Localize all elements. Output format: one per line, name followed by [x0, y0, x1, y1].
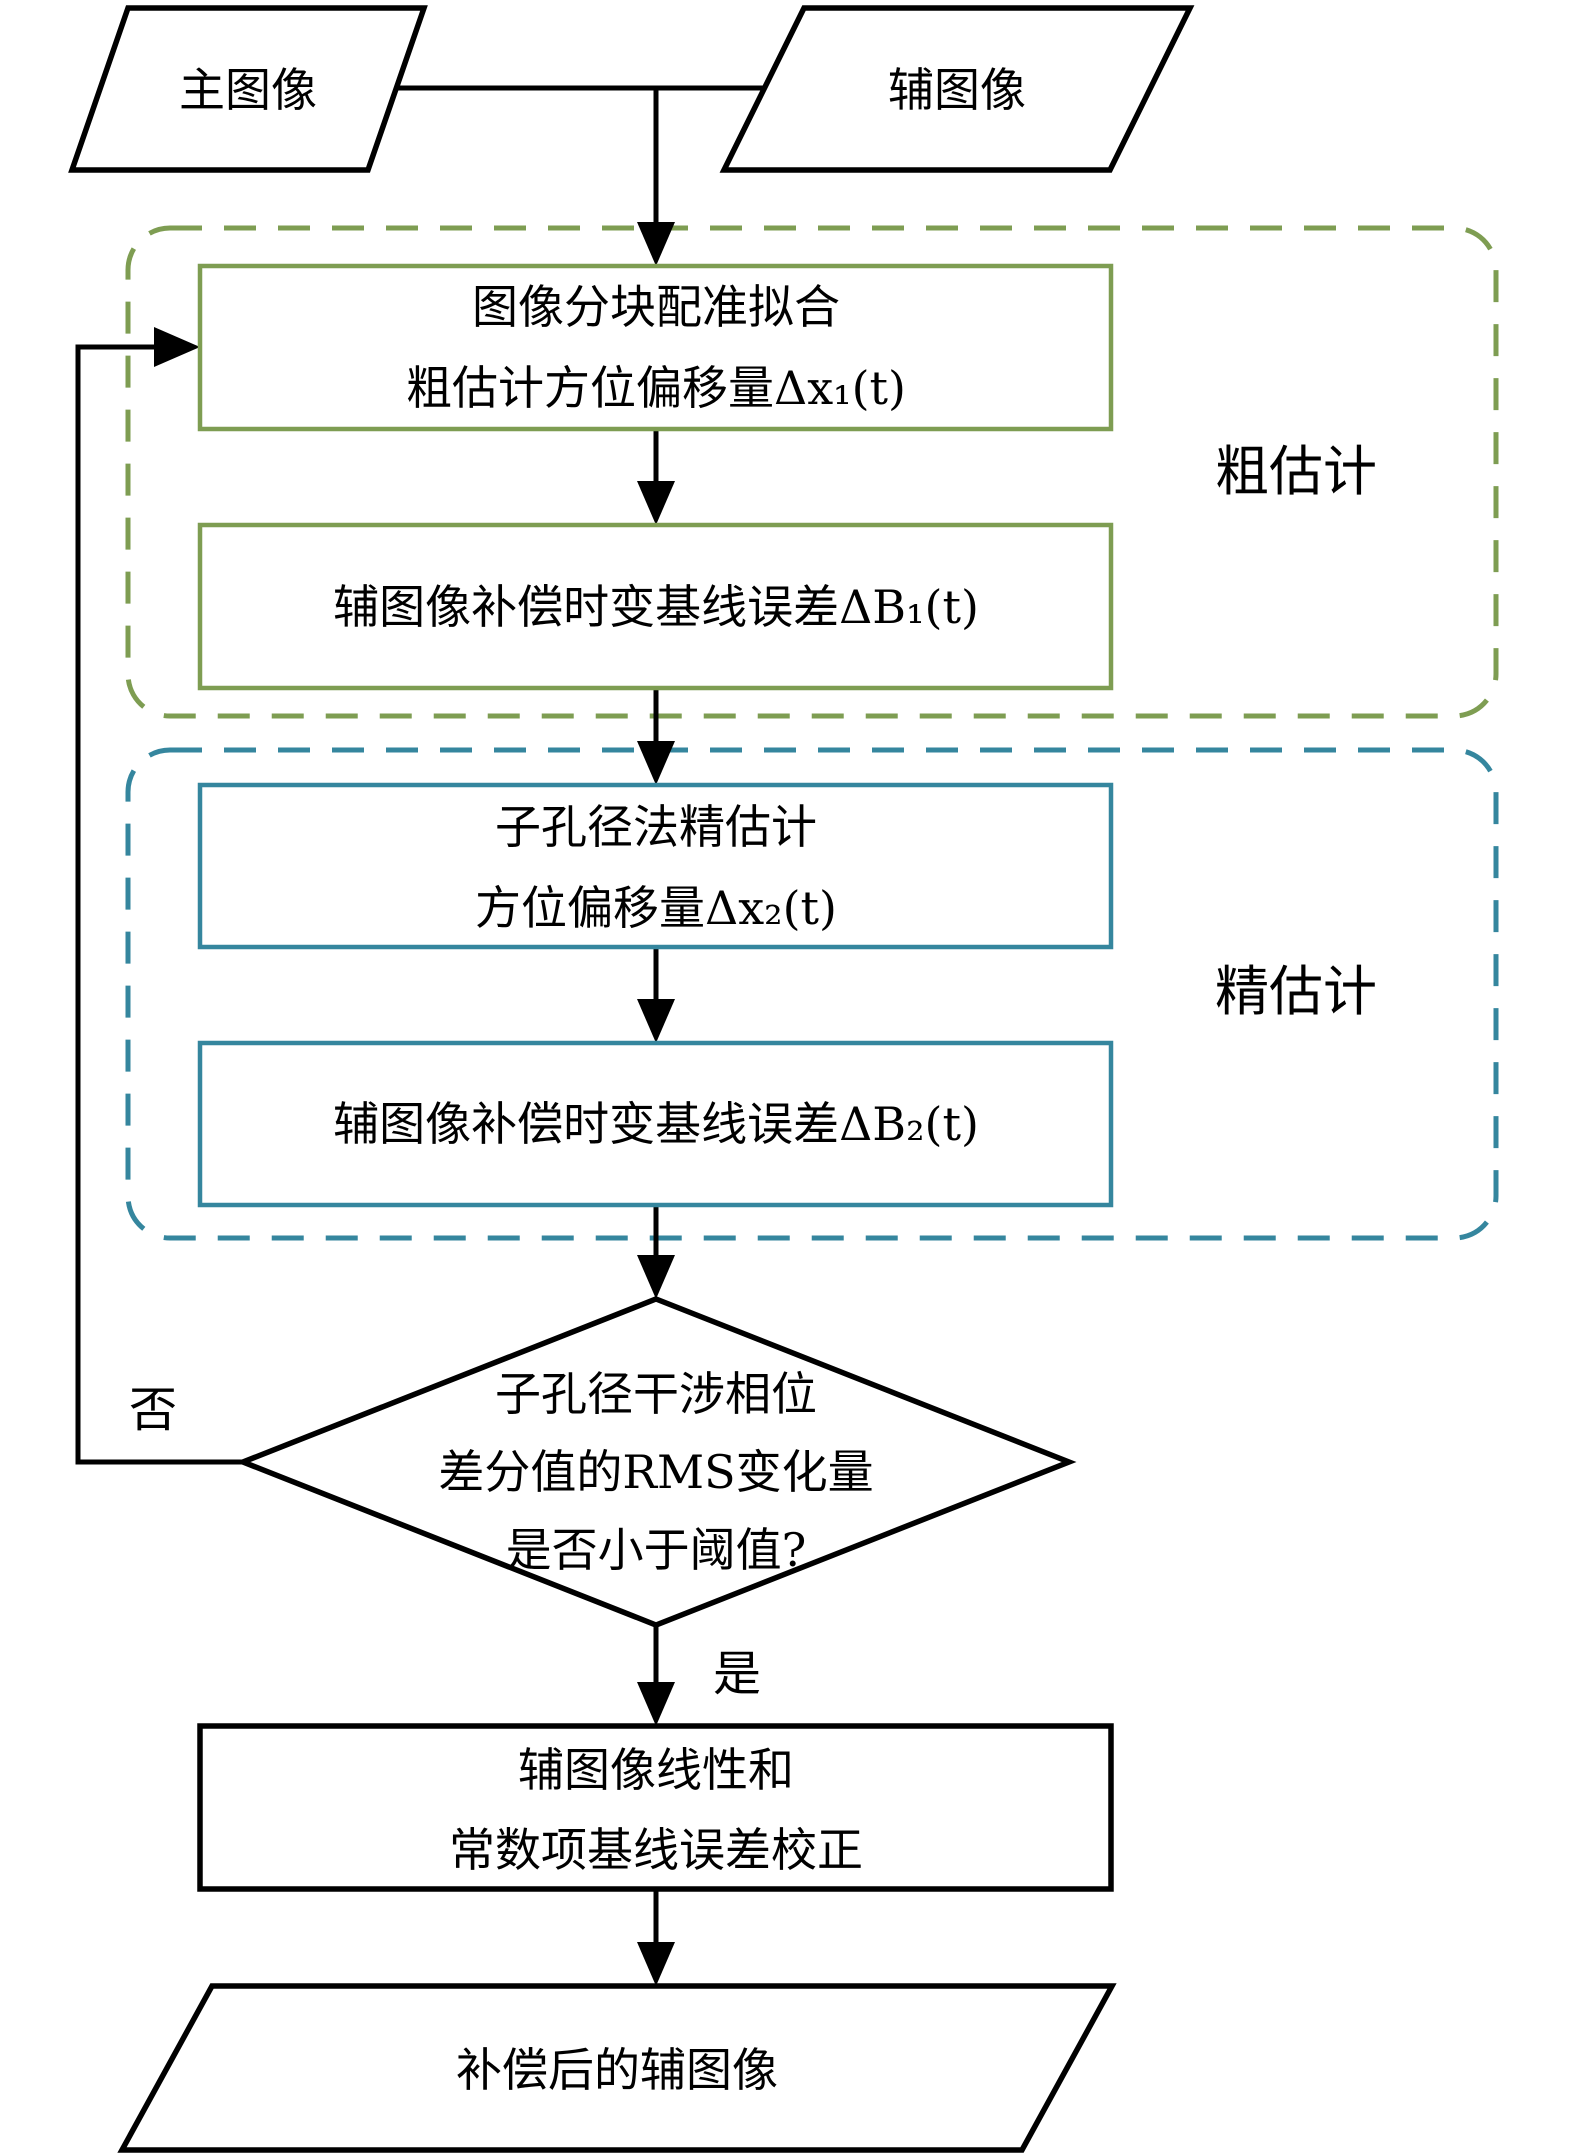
aux-image-node: [719, 5, 1195, 173]
coarse-compensate-label: 辅图像补偿时变基线误差ΔB₁(t): [333, 580, 979, 634]
register-fit-line2: 粗估计方位偏移量Δx₁(t): [406, 361, 906, 415]
main-image-label: 主图像: [179, 63, 317, 117]
baseline-correction-node: [197, 1723, 1114, 1892]
feedback-connector-no-branch: [75, 327, 243, 1465]
fine-compensate-node: [197, 1040, 1114, 1208]
coarse-group-label: 粗估计: [1215, 440, 1377, 503]
arrow-into-register-left: [154, 327, 200, 367]
rms-decision-line3: 是否小于阈值?: [506, 1523, 807, 1577]
compensated-image-node: [117, 1983, 1117, 2153]
connector-coarse-to-fine: [637, 688, 675, 785]
rms-decision-node: [235, 1296, 1077, 1628]
compensated-image-label: 补偿后的辅图像: [456, 2043, 778, 2097]
fine-compensate-label: 辅图像补偿时变基线误差ΔB₂(t): [333, 1097, 979, 1151]
fine-group-label: 精估计: [1215, 960, 1377, 1023]
register-fit-node: [197, 263, 1114, 432]
yes-branch-label: 是: [713, 1646, 761, 1702]
register-fit-line1: 图像分块配准拟合: [472, 280, 840, 334]
baseline-correction-line1: 辅图像线性和: [518, 1743, 794, 1797]
main-image-node: [68, 5, 428, 173]
coarse-estimation-group-box: [125, 225, 1499, 719]
baseline-correction-line2: 常数项基线误差校正: [449, 1823, 863, 1877]
rms-decision-line1: 子孔径干涉相位: [495, 1367, 817, 1421]
connector-fine-to-decision: [637, 1205, 675, 1299]
arrow-down-into-register: [637, 222, 675, 266]
coarse-compensate-node: [197, 522, 1114, 691]
connector-correction-to-output: [637, 1889, 675, 1986]
aux-image-label: 辅图像: [888, 63, 1026, 117]
subaperture-estimate-node: [197, 782, 1114, 950]
connector-decision-yes: [637, 1625, 675, 1726]
connector-inputs-merge: [396, 85, 765, 266]
no-branch-label: 否: [129, 1382, 177, 1438]
connector-register-to-compensate1: [637, 429, 675, 525]
subaperture-estimate-line2: 方位偏移量Δx₂(t): [475, 881, 837, 935]
rms-decision-line2: 差分值的RMS变化量: [438, 1445, 873, 1499]
subaperture-estimate-line1: 子孔径法精估计: [495, 800, 817, 854]
fine-estimation-group-box: [125, 747, 1499, 1241]
connector-estimate-to-compensate2: [637, 947, 675, 1043]
